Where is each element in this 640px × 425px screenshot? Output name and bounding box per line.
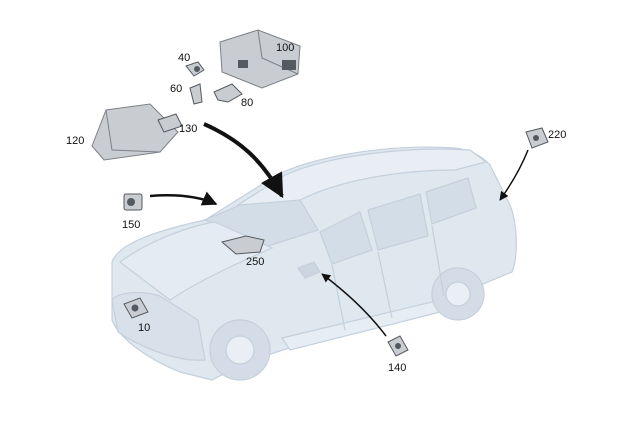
side-window-quarter: [425, 177, 477, 225]
label-100: 100: [276, 42, 294, 54]
label-220: 220: [548, 129, 566, 141]
rear-wheel-hub: [445, 281, 471, 307]
part-140-side-camera: [387, 335, 409, 357]
label-10: 10: [138, 322, 150, 334]
part-250-mirror-sensor: [220, 235, 265, 255]
vehicle-illustration: [111, 146, 517, 381]
label-120: 120: [66, 135, 84, 147]
label-250: 250: [246, 256, 264, 268]
callout-labels: 100 40 60 80 130 120 220 150 250 10 140: [66, 42, 566, 374]
side-window-rear: [367, 193, 429, 251]
part-150-camera: [123, 193, 143, 211]
label-80: 80: [241, 97, 253, 109]
part-120-camera-cover: [91, 103, 179, 161]
vehicle-roof: [237, 148, 488, 223]
label-140: 140: [388, 362, 406, 374]
part-60-bracket: [189, 83, 203, 105]
door-line: [331, 225, 445, 331]
front-wheel-hub: [225, 335, 255, 365]
label-60: 60: [170, 83, 182, 95]
arrow-130-to-windshield: [203, 122, 284, 199]
arrow-150-to-windshield: [149, 191, 218, 206]
label-40: 40: [178, 52, 190, 64]
side-mirror: [297, 261, 321, 279]
label-150: 150: [122, 219, 140, 231]
part-40-sensor: [185, 61, 205, 77]
part-10-front-camera: [123, 297, 149, 319]
part-130-camera: [157, 113, 183, 133]
arrow-220-to-rear: [499, 149, 529, 201]
part-100-control-unit: [219, 29, 301, 89]
part-220-rear-camera: [525, 127, 549, 149]
part-80-mount: [213, 83, 243, 103]
side-window-front: [319, 211, 373, 265]
arrow-140-to-mirror: [321, 273, 387, 337]
label-130: 130: [179, 123, 197, 135]
callout-arrows: [149, 122, 529, 337]
